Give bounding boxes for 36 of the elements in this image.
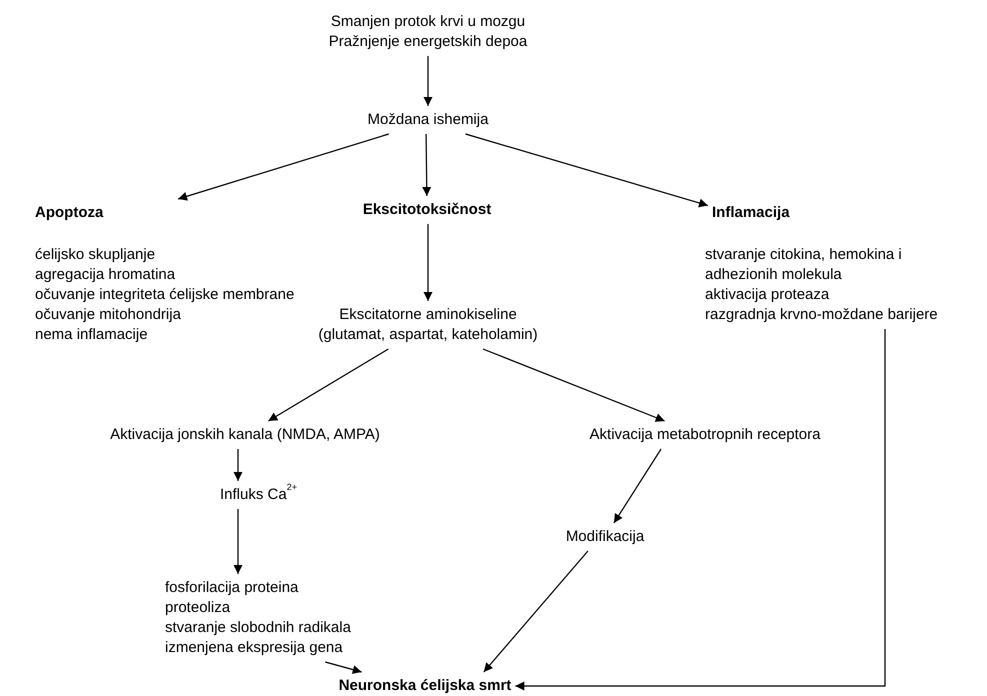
pathway-heading: Apoptoza bbox=[35, 203, 104, 223]
arrow bbox=[424, 224, 432, 301]
process-label: Ekscitatorne aminokiseline (glutamat, aspartat, kateholamin) bbox=[308, 305, 548, 345]
effect-list-item: proteoliza bbox=[165, 598, 232, 618]
list-item: očuvanje integriteta ćelijske membrane bbox=[35, 285, 294, 305]
arrow bbox=[422, 134, 432, 196]
effect-list-item: stvaranje slobodnih radikala bbox=[165, 618, 351, 638]
list-item: razgradnja krvno-moždane barijere bbox=[705, 305, 939, 325]
process-label: Modifikacija bbox=[566, 527, 644, 547]
arrow bbox=[178, 133, 389, 201]
arrow bbox=[234, 509, 242, 574]
arrow bbox=[268, 348, 389, 422]
process-label: Moždana ishemija bbox=[368, 110, 488, 130]
arrow bbox=[424, 56, 432, 106]
process-label: Aktivacija metabotropnih receptora bbox=[590, 425, 820, 445]
pathway-heading: Ekscitotoksičnost bbox=[362, 200, 492, 220]
process-label: Influks Ca$^{2+}$ bbox=[220, 485, 297, 505]
arrow bbox=[234, 449, 242, 481]
outcome-label: Neuronska ćelijska smrt bbox=[338, 676, 512, 696]
arrow bbox=[325, 661, 362, 674]
arrow bbox=[465, 133, 708, 208]
arrow bbox=[483, 550, 588, 672]
cause-text: Pražnjenje energetskih depoa bbox=[328, 32, 528, 52]
list-item: nema inflamacije bbox=[35, 325, 149, 345]
arrow bbox=[515, 329, 886, 690]
effect-list-item: izmenjena ekspresija gena bbox=[165, 638, 344, 658]
arrow bbox=[613, 448, 662, 524]
list-item: aktivacija proteaza bbox=[705, 285, 830, 305]
effect-list-item: fosforilacija proteina bbox=[165, 578, 300, 598]
list-item: očuvanje mitohondrija bbox=[35, 305, 182, 325]
pathway-heading: Inflamacija bbox=[712, 203, 791, 223]
list-item: agregacija hromatina bbox=[35, 265, 176, 285]
process-label: Aktivacija jonskih kanala (NMDA, AMPA) bbox=[110, 425, 380, 445]
cause-text: Smanjen protok krvi u mozgu bbox=[330, 12, 526, 32]
arrow bbox=[482, 348, 665, 422]
list-item: ćelijsko skupljanje bbox=[35, 245, 156, 265]
